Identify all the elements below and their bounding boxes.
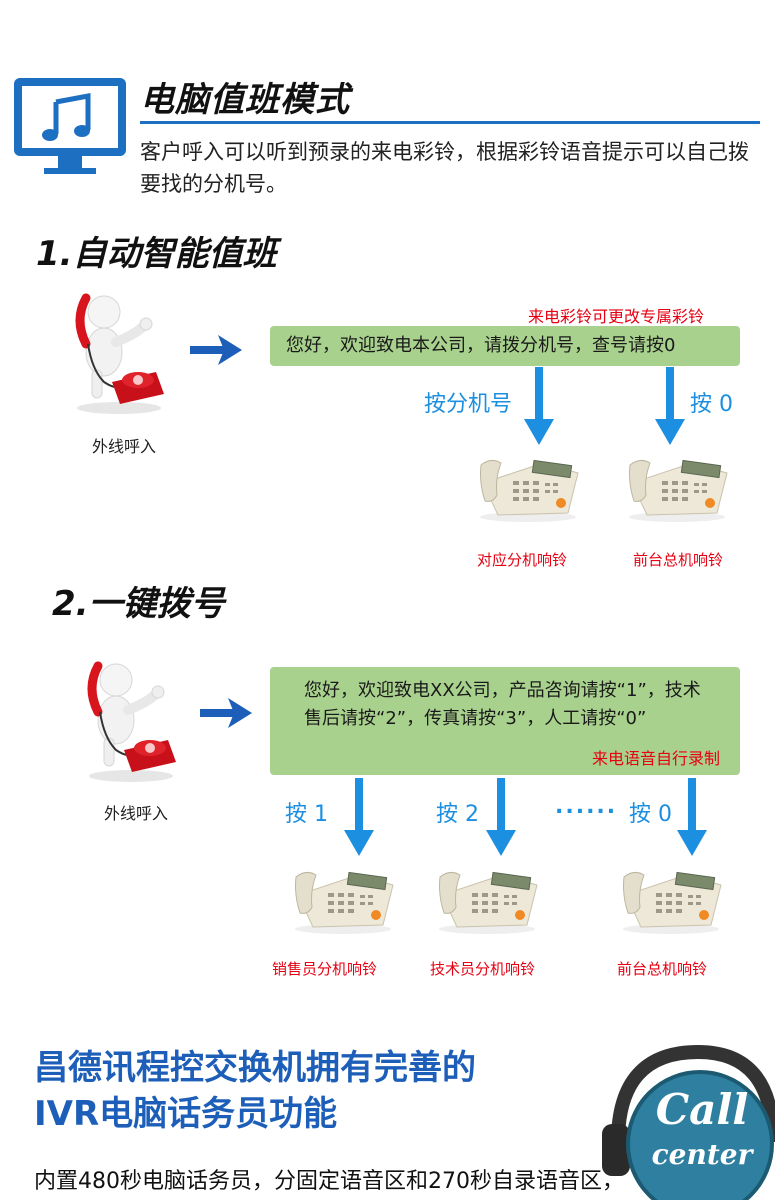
desk-phone-icon bbox=[294, 871, 394, 935]
branch-caption: 技术员分机响铃 bbox=[430, 960, 536, 978]
ellipsis-dots: ...... bbox=[555, 794, 618, 819]
branch-label: 按 0 bbox=[629, 802, 672, 827]
logo-line2: center bbox=[652, 1138, 755, 1171]
section1-title: 1.自动智能值班 bbox=[36, 234, 277, 274]
promo-line2: IVR电脑话务员功能 bbox=[34, 1094, 338, 1134]
branch-label: 按 0 bbox=[690, 392, 733, 417]
desk-phone-icon bbox=[479, 459, 579, 523]
branch-caption: 前台总机响铃 bbox=[633, 551, 724, 569]
section2-title: 2.一键拨号 bbox=[52, 584, 225, 624]
caller-caption: 外线呼入 bbox=[104, 804, 169, 823]
branch-label: 按 2 bbox=[436, 802, 479, 827]
down-arrow-icon bbox=[486, 778, 516, 856]
logo-line1: Call bbox=[656, 1085, 749, 1134]
call-center-logo: Call center bbox=[598, 1032, 775, 1204]
greeting-text: 您好，欢迎致电本公司，请拨分机号，查号请按0 bbox=[286, 335, 676, 356]
branch-caption: 对应分机响铃 bbox=[477, 551, 568, 569]
branch-label: 按分机号 bbox=[424, 392, 513, 417]
right-arrow-icon bbox=[200, 698, 252, 728]
caller-caption: 外线呼入 bbox=[92, 437, 157, 456]
page-title: 电脑值班模式 bbox=[140, 80, 350, 120]
promo-body: 内置480秒电脑话务员，分固定语音区和270秒自录语音区， bbox=[34, 1169, 624, 1194]
desk-phone-icon bbox=[628, 459, 728, 523]
ringtone-note: 来电彩铃可更改专属彩铃 bbox=[528, 307, 705, 326]
right-arrow-icon bbox=[190, 335, 242, 365]
branch-label: 按 1 bbox=[285, 802, 328, 827]
caller-with-phone-icon bbox=[76, 658, 186, 783]
promo-heading: 昌德讯程控交换机拥有完善的 IVR电脑话务员功能 bbox=[34, 1045, 476, 1137]
greeting-box: 您好，欢迎致电XX公司，产品咨询请按“1”，技术售后请按“2”，传真请按“3”，… bbox=[270, 667, 740, 775]
down-arrow-icon bbox=[524, 367, 554, 445]
branch-caption: 销售员分机响铃 bbox=[272, 960, 378, 978]
caller-with-phone-icon bbox=[64, 290, 174, 415]
desk-phone-icon bbox=[622, 871, 722, 935]
music-monitor-icon bbox=[14, 78, 126, 174]
recording-note: 来电语音自行录制 bbox=[591, 749, 720, 768]
title-divider bbox=[140, 121, 760, 124]
header-description: 客户呼入可以听到预录的来电彩铃，根据彩铃语音提示可以自己拨要找的分机号。 bbox=[140, 140, 749, 196]
greeting-text: 您好，欢迎致电XX公司，产品咨询请按“1”，技术售后请按“2”，传真请按“3”，… bbox=[304, 680, 701, 729]
down-arrow-icon bbox=[655, 367, 685, 445]
greeting-box: 您好，欢迎致电本公司，请拨分机号，查号请按0 bbox=[270, 326, 740, 366]
promo-line1: 昌德讯程控交换机拥有完善的 bbox=[34, 1048, 476, 1088]
branch-caption: 前台总机响铃 bbox=[617, 960, 708, 978]
down-arrow-icon bbox=[344, 778, 374, 856]
desk-phone-icon bbox=[438, 871, 538, 935]
down-arrow-icon bbox=[677, 778, 707, 856]
